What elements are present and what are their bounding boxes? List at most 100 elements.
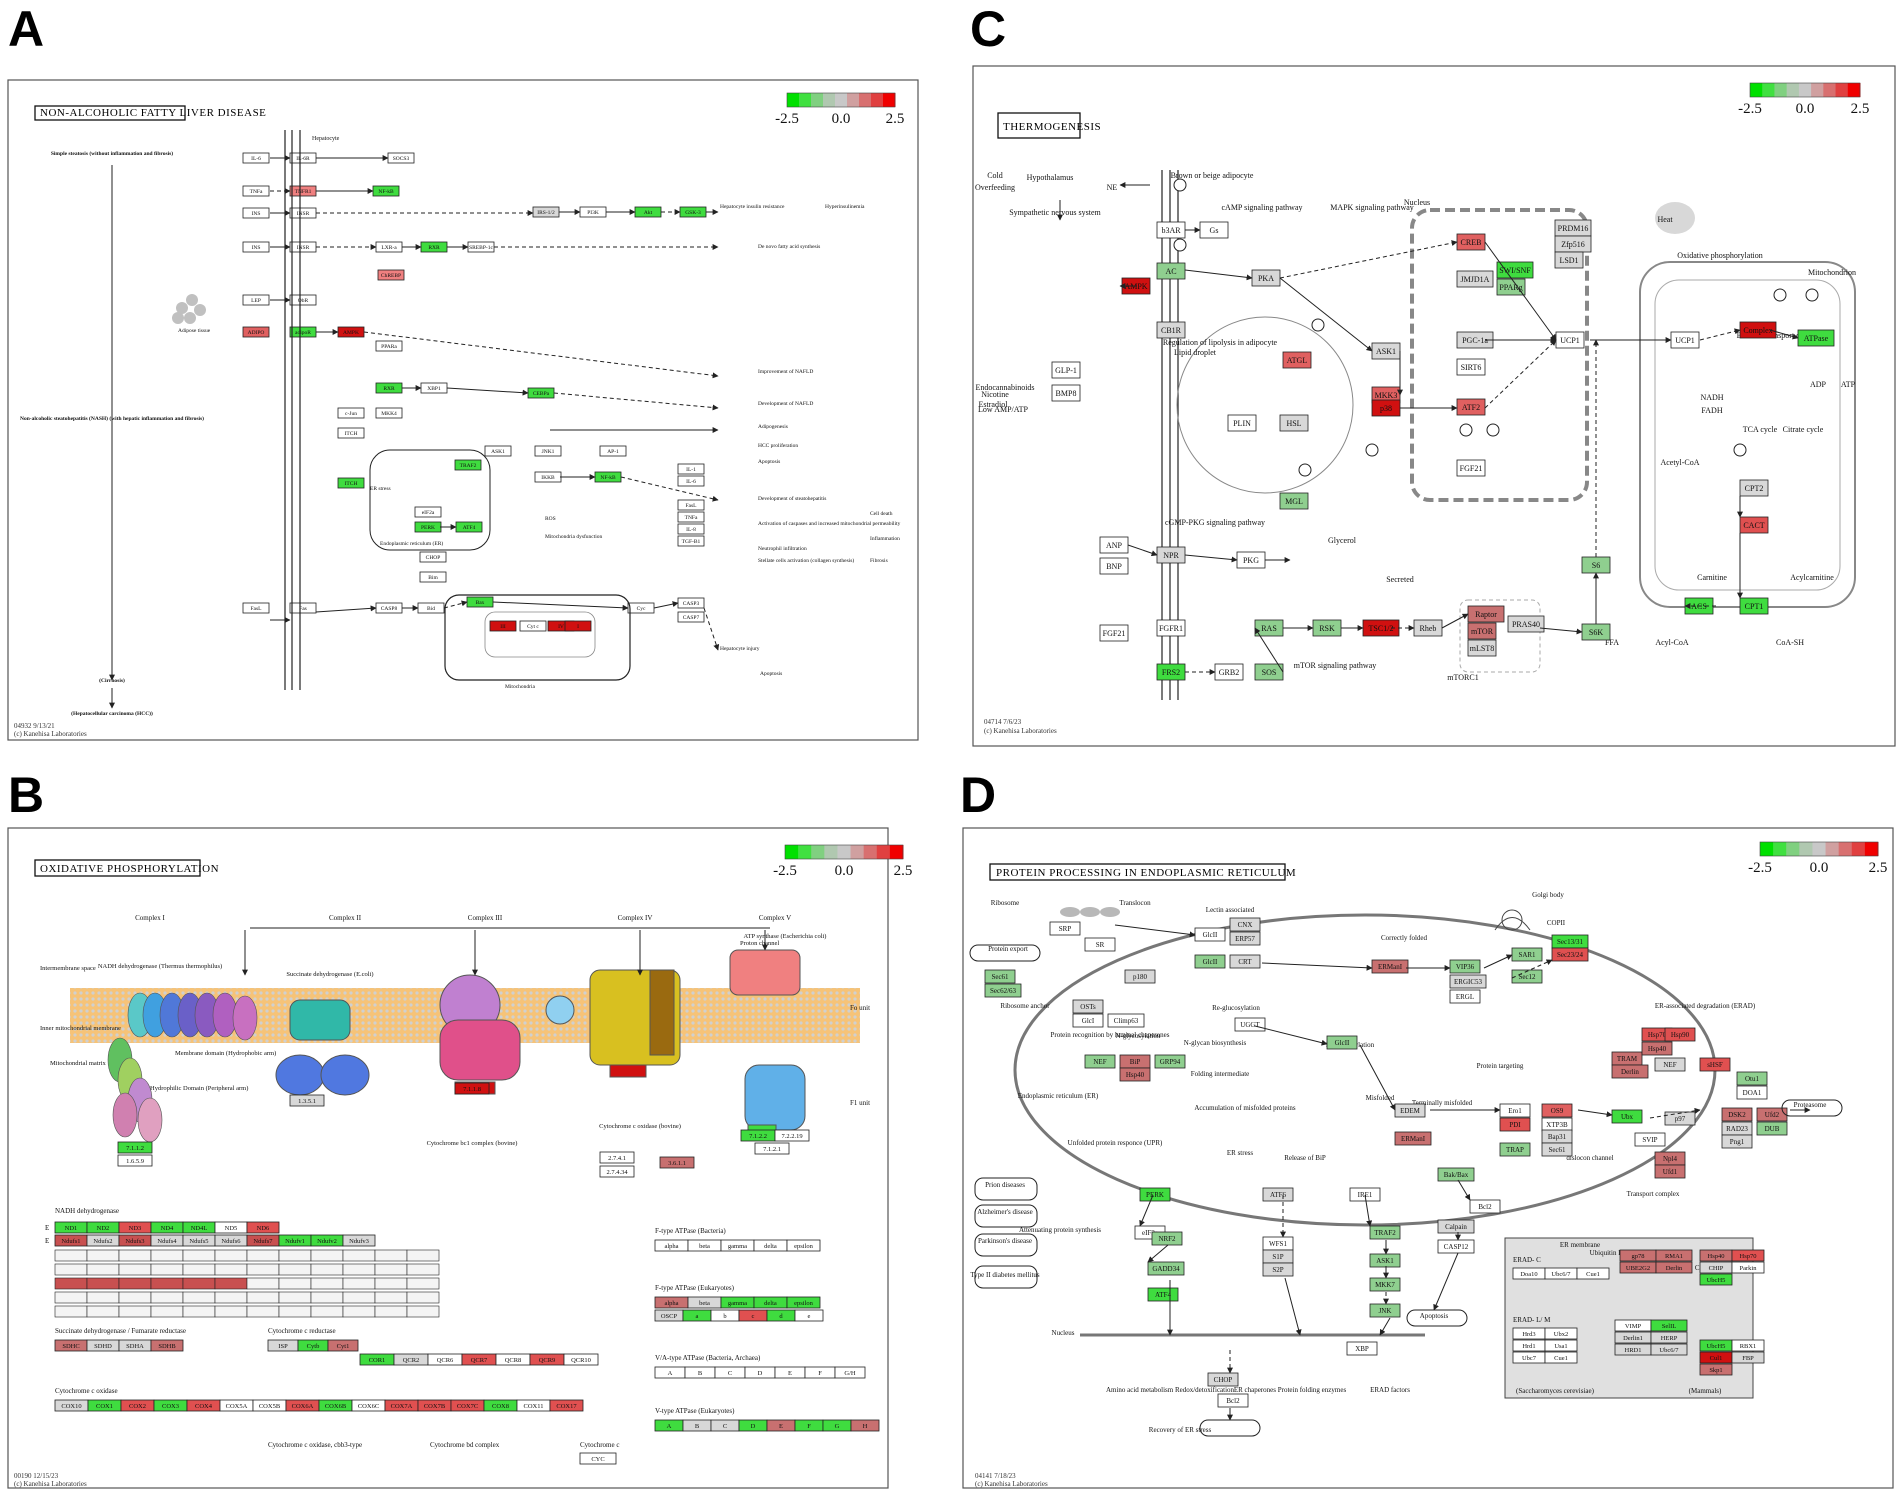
legend-max-label: 2.5 [1851,101,1870,117]
gene-label: HRD1 [1625,1347,1642,1354]
ribosome-icon [1080,907,1100,917]
gene-casp12: CASP12 [1437,1239,1475,1254]
gene-box [1507,615,1545,633]
v-atpase-gene: A [654,1419,684,1432]
gene-box [1731,1351,1765,1364]
er-label: Prion diseases [985,1181,1025,1189]
cytochrome-c [545,995,575,1025]
gene-fgfr1: FGFR1 [1156,619,1186,637]
gene-box [1234,1017,1266,1032]
nadh-grid-cell [310,1305,344,1318]
gene-label: COX7B [424,1403,446,1410]
f-atpase-euk-gene: d [766,1309,796,1322]
gene-box [1084,1054,1116,1069]
legend-mid-label: 0.0 [1810,860,1829,876]
gene-osts: OSTs [1072,999,1104,1014]
gene-label: COX3 [162,1403,179,1410]
gene-box [1731,1339,1765,1352]
gene-box [1731,1249,1765,1262]
gene-label: BNP [1106,562,1122,571]
gene-label: MKK7 [1375,1281,1395,1289]
gene-label: CASP3 [683,601,700,607]
gene-atf2: ATF2 [1456,398,1486,416]
thermo-label: Heat [1657,215,1673,224]
pathway-arrow [1139,1194,1154,1227]
gene-box [1736,1085,1768,1100]
cox-gene: COX2 [120,1399,155,1412]
nadh-grid-cell [374,1291,408,1304]
legend-max-label: 2.5 [1869,860,1888,876]
gene-label: Skp1 [1709,1367,1722,1374]
gene-label: CPT1 [1745,602,1764,611]
gene-box [1394,1131,1432,1146]
legend-swatch [889,845,904,859]
gene-label: SOCS3 [393,156,410,162]
gene-label: E [779,1423,783,1430]
nadh-grid-cell [150,1305,184,1318]
gene-label: beta [699,1243,710,1250]
region-label: Adipose tissue [178,328,211,334]
compound-circle [1486,423,1500,437]
cox-gene: COX3 [153,1399,188,1412]
gene-label: GlcI [1082,1017,1095,1025]
ubiquitin-gene: Ubc7 [1512,1351,1546,1364]
gene-sec23-24: Sec23/24 [1551,947,1589,962]
bc1-gene: Cytb [297,1339,329,1352]
gene-label: Rheb [1420,624,1437,633]
gene-label: QCR6 [437,1357,454,1364]
legend-swatch [835,93,848,107]
nadh-grid-cell [374,1249,408,1262]
nadh-grid-cell [182,1291,216,1304]
gene-label: Bid [427,606,435,612]
sdh-gene: SDHC [54,1339,88,1352]
nadh-grid-cell [150,1291,184,1304]
gene-label: B [698,1370,703,1377]
gene-box [289,602,317,614]
gene-label: Ndufs4 [157,1238,177,1245]
gene-box [1739,597,1769,615]
f-atpase-euk-gene: c [738,1309,768,1322]
gene-chrebp: ChREBP [377,269,405,281]
gene-itch: ITCH [337,427,365,439]
gene-box [1229,954,1261,969]
gene-label: mLST8 [1470,644,1494,653]
gene-label: LEP [251,298,261,304]
ubiquitin-gene: Parkin [1731,1261,1765,1274]
er-label: Amino acid metabolism Redox/detoxificati… [1106,1386,1235,1394]
gene-box [1541,1142,1573,1157]
gene-label: ND5 [225,1225,238,1232]
er-label: Ribosome [991,899,1019,907]
gene-box [1650,1319,1688,1332]
pathway-arrow [315,605,377,613]
complex-i-subunit [232,995,258,1041]
legend-swatch [1773,842,1787,856]
er-label: Attenuating protein synthesis [1019,1226,1101,1234]
gene-label: JNK1 [542,449,555,455]
pathway-arrow [1379,1317,1391,1336]
thermo-label: Citrate cycle [1783,425,1824,434]
thermo-label: Glycerol [1328,536,1357,545]
complex-name: NADH dehydrogenase (Thermus thermophilus… [98,963,222,970]
gene-mgl: MGL [1279,492,1309,510]
gene-label: 7.1.2.2 [749,1133,767,1140]
gene-ask1: ASK1 [484,445,512,457]
bc1-gene: QCR6 [427,1353,463,1366]
disease-box [974,1204,1038,1228]
gene-label: GRB2 [1219,668,1239,677]
cox-gene: COX10 [54,1399,89,1412]
legend-swatch [1786,83,1800,97]
legend-swatch [876,845,891,859]
gene-label: gamma [728,1300,747,1307]
heat-icon [1655,202,1695,234]
gene-perk: PERK [414,521,442,533]
nadh-gene: ND4L [182,1221,216,1234]
legend-swatch [811,93,824,107]
gene-label: alpha [664,1243,678,1250]
gene-label: FRS2 [1162,668,1180,677]
region-label: ER stress [370,486,391,492]
complex-v-f1 [744,1064,806,1131]
panel-b-title: OXIDATIVE PHOSPHORYLATION [40,863,219,875]
pathway-arrow [1457,1179,1471,1201]
ubiquitin-gene: Hrd1 [1512,1339,1546,1352]
legend-swatch [1835,83,1849,97]
